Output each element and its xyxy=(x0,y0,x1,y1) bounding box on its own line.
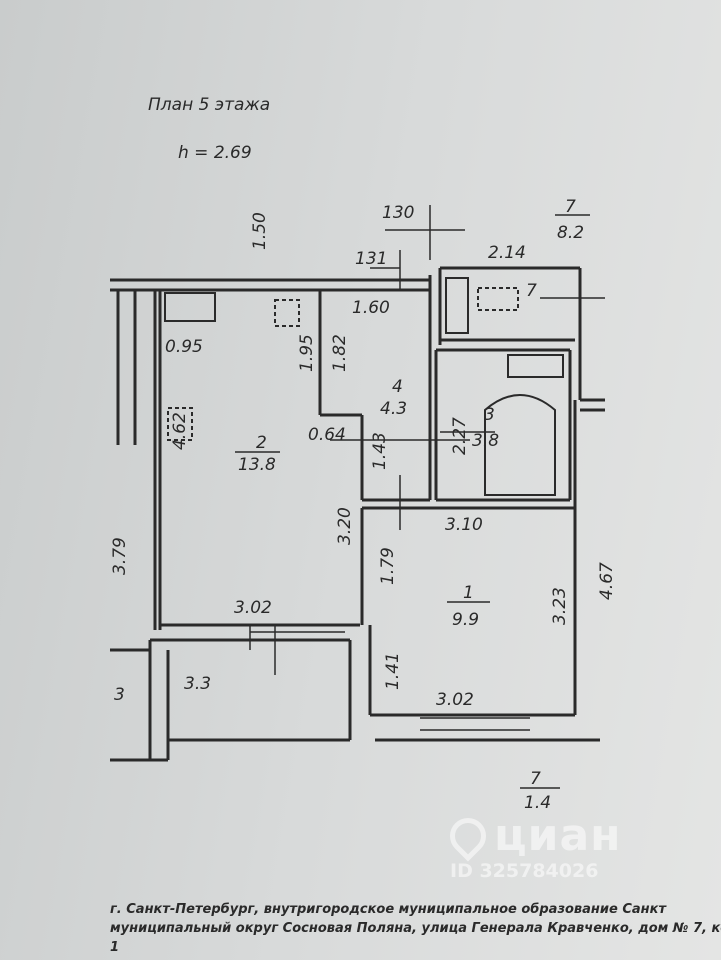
dim-label: 1.79 xyxy=(378,547,398,585)
dim-label: 3.3 xyxy=(184,674,211,694)
watermark-brand: циан xyxy=(494,810,622,861)
sink-icon xyxy=(274,299,300,327)
dim-label: 3.10 xyxy=(445,515,483,535)
dim-label: 3.23 xyxy=(550,587,570,625)
dim-label: 1.60 xyxy=(352,298,390,318)
room-area: 13.8 xyxy=(238,455,276,475)
labels: План 5 этажа h = 2.69 1.50 130 131 2.14 … xyxy=(110,95,617,813)
address: г. Санкт-Петербург, внутригородское муни… xyxy=(110,900,721,957)
dim-label: 1.82 xyxy=(330,334,350,372)
fixtures xyxy=(164,277,564,496)
radiator-icon xyxy=(164,292,216,322)
room-number: 4 xyxy=(392,377,403,397)
dim-label: 0.64 xyxy=(308,425,346,445)
radiator-icon xyxy=(507,354,564,378)
ceiling-height: h = 2.69 xyxy=(178,143,252,163)
room-number: 3 xyxy=(484,405,495,425)
dim-label: 130 xyxy=(382,203,414,223)
dim-label: 0.95 xyxy=(165,337,203,357)
dim-label: 3.02 xyxy=(234,598,272,618)
dim-label: 1.50 xyxy=(250,212,270,250)
room-area: 3.8 xyxy=(472,431,499,451)
room-number: 7 xyxy=(526,281,537,301)
room-area: 4.3 xyxy=(380,399,407,419)
dim-label: 1.95 xyxy=(297,334,317,372)
dim-label: 3 xyxy=(114,685,125,705)
appliance-icon xyxy=(477,287,519,311)
dim-label: 1.43 xyxy=(370,432,390,470)
dim-label: 3.79 xyxy=(110,537,130,575)
dim-label: 4.62 xyxy=(170,412,190,450)
dim-label: 2.14 xyxy=(488,243,526,263)
radiator-icon xyxy=(445,277,469,334)
room-number: 1 xyxy=(463,583,474,603)
dim-label: 3.20 xyxy=(335,507,355,545)
watermark-id: ID 325784026 xyxy=(450,860,599,882)
address-line: 1 xyxy=(110,940,120,955)
address-line: муниципальный округ Сосновая Поляна, ули… xyxy=(110,921,721,936)
watermark: циан ID 325784026 xyxy=(442,810,622,882)
address-line: г. Санкт-Петербург, внутригородское муни… xyxy=(110,902,667,917)
dim-label: 4.67 xyxy=(597,562,617,600)
room-number: 2 xyxy=(256,433,267,453)
room-number: 7 xyxy=(565,197,576,217)
room-number: 7 xyxy=(530,769,541,789)
dim-label: 131 xyxy=(355,249,387,269)
room-area: 1.4 xyxy=(524,793,551,813)
dimension-lines xyxy=(235,205,605,789)
plan-title: План 5 этажа xyxy=(148,95,270,115)
dim-label: 2.27 xyxy=(450,417,470,455)
room-area: 9.9 xyxy=(452,610,479,630)
dim-label: 1.41 xyxy=(383,652,403,690)
dim-label: 3.02 xyxy=(436,690,474,710)
bathtub-icon xyxy=(484,394,556,496)
room-area: 8.2 xyxy=(557,223,584,243)
